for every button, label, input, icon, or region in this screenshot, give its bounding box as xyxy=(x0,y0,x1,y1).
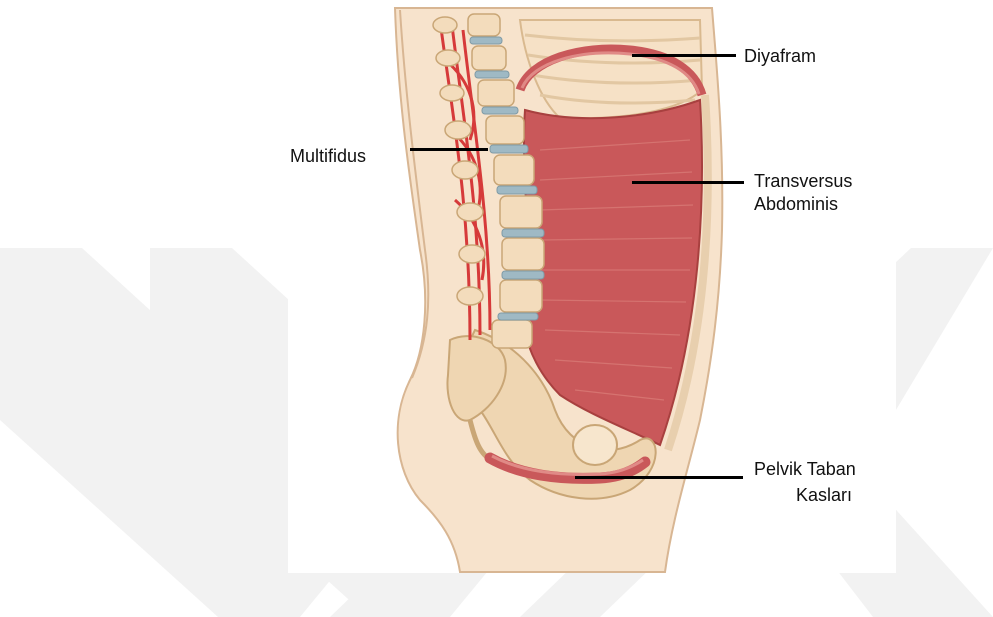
label-transversus-line1: Transversus xyxy=(754,171,852,192)
pelvic-floor-leader-line xyxy=(575,476,743,479)
label-pelvic-line1: Pelvik Taban xyxy=(754,459,856,480)
transversus-leader-line xyxy=(632,181,744,184)
multifidus-leader-line xyxy=(410,148,488,151)
pelvis-foramen xyxy=(573,425,617,465)
diaphragm-leader-line xyxy=(632,54,736,57)
label-pelvic-line2: Kasları xyxy=(796,485,852,506)
label-diaphragm: Diyafram xyxy=(744,46,816,67)
label-transversus-line2: Abdominis xyxy=(754,194,838,215)
label-multifidus: Multifidus xyxy=(290,146,366,167)
